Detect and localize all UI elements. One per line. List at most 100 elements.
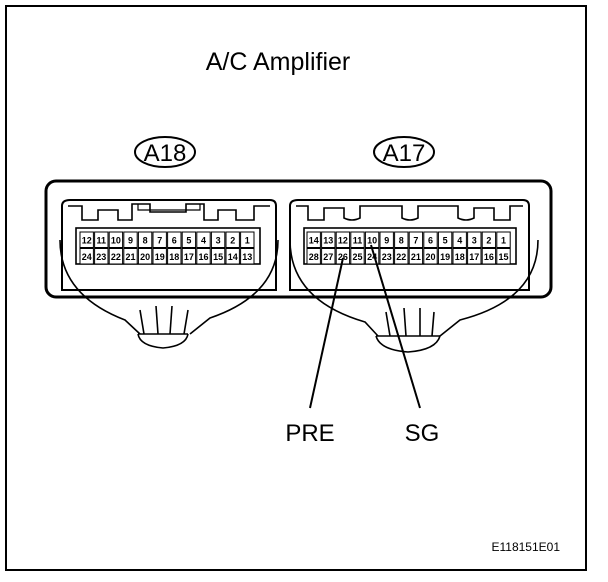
pin-cell bbox=[79, 231, 94, 248]
pin-number: 13 bbox=[242, 252, 252, 262]
pin-cell bbox=[240, 248, 255, 265]
pin-number: 19 bbox=[155, 252, 165, 262]
pin-number: 27 bbox=[323, 252, 333, 262]
pin-number: 2 bbox=[486, 236, 491, 246]
pin-cell bbox=[467, 248, 482, 265]
pin-number: 21 bbox=[125, 252, 135, 262]
pin-cell bbox=[79, 248, 94, 265]
pin-number: 24 bbox=[82, 252, 92, 262]
pin-number: 8 bbox=[399, 236, 404, 246]
pin-number: 16 bbox=[484, 252, 494, 262]
connector-id-a18: A18 bbox=[144, 140, 187, 167]
pin-cell bbox=[225, 248, 240, 265]
figure-code: E118151E01 bbox=[491, 540, 560, 554]
pin-cell bbox=[196, 248, 211, 265]
diagram-title: A/C Amplifier bbox=[206, 48, 350, 76]
pin-cell bbox=[423, 231, 438, 248]
pin-cell bbox=[496, 248, 511, 265]
pin-cell bbox=[152, 248, 167, 265]
pin-cell bbox=[408, 231, 424, 248]
pin-cell bbox=[496, 231, 511, 248]
pin-cell bbox=[181, 231, 197, 248]
pin-cell bbox=[335, 248, 351, 265]
pin-cell bbox=[437, 231, 453, 248]
pin-number: 17 bbox=[469, 252, 479, 262]
pin-number: 13 bbox=[323, 236, 333, 246]
pin-cell bbox=[452, 248, 467, 265]
diagram-frame bbox=[5, 5, 587, 571]
pin-number: 1 bbox=[245, 236, 250, 246]
pin-number: 1 bbox=[501, 236, 506, 246]
pin-number: 7 bbox=[413, 236, 418, 246]
pin-cell bbox=[181, 248, 197, 265]
pin-number: 5 bbox=[186, 236, 191, 246]
pin-number: 17 bbox=[184, 252, 194, 262]
connector-badge-a17: A17 bbox=[373, 136, 435, 168]
leader-line-sg bbox=[370, 244, 421, 409]
pin-cell bbox=[437, 248, 453, 265]
pin-number: 10 bbox=[111, 236, 121, 246]
pin-number: 18 bbox=[169, 252, 179, 262]
pin-number: 2 bbox=[230, 236, 235, 246]
pin-number: 10 bbox=[367, 236, 377, 246]
pin-number: 16 bbox=[198, 252, 208, 262]
callout-label-sg: SG bbox=[405, 420, 440, 447]
pin-number: 24 bbox=[367, 252, 377, 262]
pin-cell bbox=[137, 231, 153, 248]
pin-number: 14 bbox=[309, 236, 319, 246]
pin-number: 28 bbox=[309, 252, 319, 262]
pin-cell bbox=[350, 248, 365, 265]
pin-number: 4 bbox=[201, 236, 206, 246]
pin-number: 20 bbox=[140, 252, 150, 262]
pin-cell bbox=[350, 231, 365, 248]
pin-cell bbox=[335, 231, 351, 248]
pin-number: 8 bbox=[143, 236, 148, 246]
pin-cell bbox=[108, 231, 124, 248]
pin-cell bbox=[137, 248, 153, 265]
pin-cell bbox=[321, 231, 336, 248]
harness-a17 bbox=[289, 239, 539, 353]
pin-number: 20 bbox=[425, 252, 435, 262]
pin-number: 6 bbox=[172, 236, 177, 246]
pin-cell bbox=[481, 231, 497, 248]
pin-cell bbox=[123, 231, 138, 248]
pin-number: 11 bbox=[353, 236, 363, 246]
pin-cell bbox=[423, 248, 438, 265]
callout-label-pre: PRE bbox=[285, 420, 334, 447]
pin-number: 15 bbox=[213, 252, 223, 262]
pin-number: 15 bbox=[498, 252, 508, 262]
pin-cell bbox=[481, 248, 497, 265]
harness-a18 bbox=[59, 239, 279, 349]
pin-cell bbox=[225, 231, 240, 248]
pin-cell bbox=[167, 231, 182, 248]
pin-number: 11 bbox=[97, 236, 107, 246]
pin-cell bbox=[306, 231, 321, 248]
pin-number: 3 bbox=[472, 236, 477, 246]
pin-number: 12 bbox=[82, 236, 92, 246]
pin-cell bbox=[167, 248, 182, 265]
pin-cell bbox=[394, 231, 409, 248]
pin-cell bbox=[321, 248, 336, 265]
pin-cell bbox=[123, 248, 138, 265]
pin-number: 7 bbox=[157, 236, 162, 246]
pin-number: 3 bbox=[216, 236, 221, 246]
pin-number: 23 bbox=[96, 252, 106, 262]
pin-cell bbox=[306, 248, 321, 265]
pin-number: 22 bbox=[111, 252, 121, 262]
pin-cell bbox=[452, 231, 467, 248]
pin-cell bbox=[240, 231, 255, 248]
pin-number: 9 bbox=[384, 236, 389, 246]
pin-number: 23 bbox=[382, 252, 392, 262]
pin-cell bbox=[379, 248, 394, 265]
pin-cell bbox=[94, 231, 109, 248]
pin-number: 25 bbox=[352, 252, 362, 262]
pin-cell bbox=[152, 231, 167, 248]
pin-number: 6 bbox=[428, 236, 433, 246]
pin-number: 9 bbox=[128, 236, 133, 246]
pin-number: 4 bbox=[457, 236, 462, 246]
pin-cell bbox=[210, 231, 226, 248]
leader-line-pre bbox=[309, 257, 344, 409]
